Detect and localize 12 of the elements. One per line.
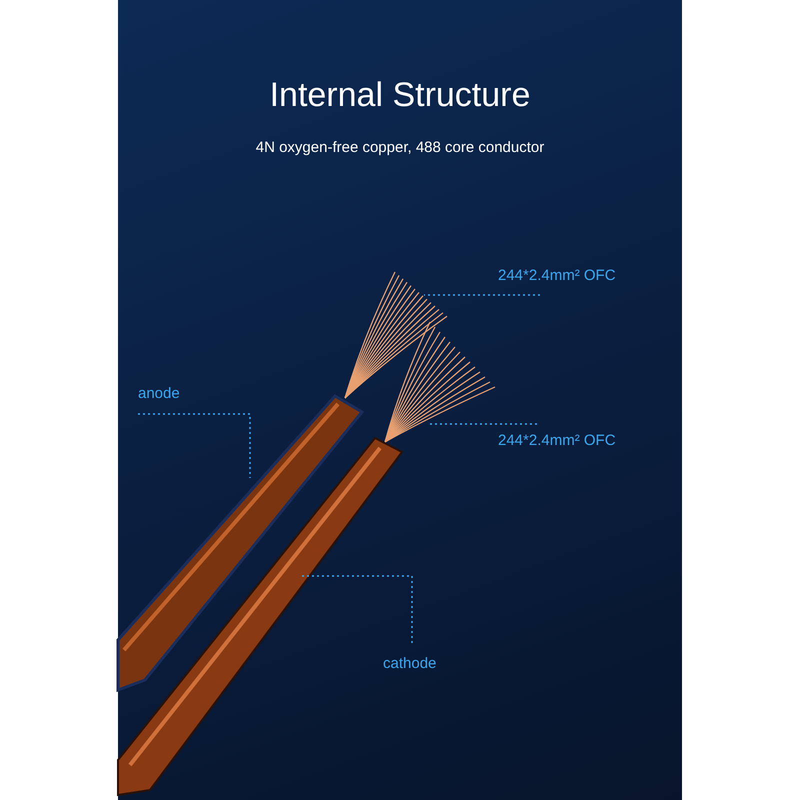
copper-strands-drawing	[344, 272, 448, 398]
callout-label: anode	[138, 385, 180, 414]
leader-line	[427, 423, 537, 425]
spec-label: 244*2.4mm² OFC	[498, 424, 616, 454]
copper-strands-drawing	[384, 322, 496, 443]
leader-line	[300, 575, 413, 643]
subtitle: 4N oxygen-free copper, 488 core conductor	[254, 139, 546, 156]
callout-label: cathode	[383, 643, 436, 672]
spec-label: 244*2.4mm² OFC	[498, 265, 616, 295]
title: Internal Structure	[268, 76, 532, 115]
leader-line	[423, 294, 540, 296]
leader-line	[138, 413, 251, 478]
